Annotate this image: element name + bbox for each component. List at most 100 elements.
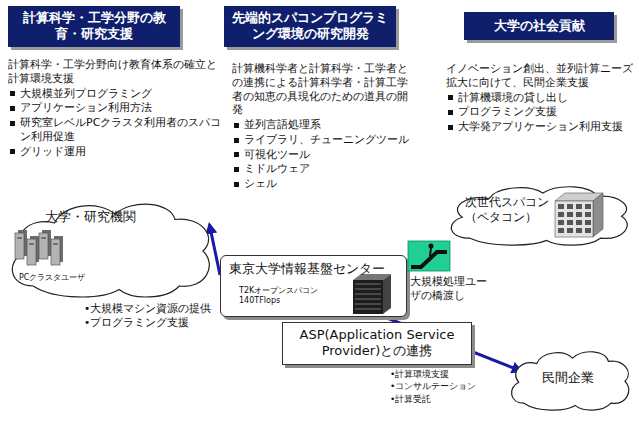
bullet-item: ミドルウェア (244, 162, 417, 176)
building-window (567, 204, 573, 209)
building-window (576, 228, 582, 233)
building-window (567, 228, 573, 233)
cloud-shape: 大学・研究機関 PCクラスタユーザ (3, 195, 218, 300)
rack-unit (355, 284, 381, 285)
rack-illustration (353, 274, 391, 314)
building-window (585, 204, 591, 209)
cloud-outline-frame (12, 204, 209, 297)
building-window (558, 228, 564, 233)
building-window (567, 212, 573, 217)
cloud-outline-frame (512, 352, 629, 410)
bullet-item: 研究室レベルPCクラスタ利用者のスパコン利用促進 (20, 116, 223, 144)
building-front (555, 201, 593, 237)
bullet-square (234, 123, 239, 128)
flow-arrow (209, 224, 220, 274)
cloud-shape: 次世代スパコン （ペタコン） (443, 181, 635, 247)
bullet-square (234, 138, 239, 143)
bullet-item: 並列言語処理系 (244, 118, 417, 132)
pc-tower (51, 239, 60, 265)
node-title: 大学・研究機関 (45, 209, 165, 225)
node-subtext: T2Kオープンスパコン 140TFlops (239, 286, 339, 306)
rack-unit (355, 289, 381, 290)
bullet-item: 大規模並列プログラミング (20, 87, 223, 101)
cloud-shape: 民間企業 (506, 346, 634, 412)
bullet-square (448, 110, 453, 115)
pcs-illustration (15, 230, 63, 265)
pc-slot (29, 244, 34, 245)
escalator-icon: 大規模処理ユーザの橋渡し (408, 241, 450, 271)
note-text: •プログラミング支援 (84, 316, 224, 329)
node-title: 大学の社会貢献 (494, 18, 585, 34)
note-text: イノベーション創出、並列計算ニーズ拡大に向けて、民間企業支援 (446, 62, 634, 90)
rack-unit (355, 309, 381, 310)
note-text: •計算環境支援 (390, 369, 502, 380)
building-window (585, 228, 591, 233)
note-text: •コンサルテーション (390, 381, 502, 392)
bullet-item: 計算機環境の貸し出し (458, 91, 634, 105)
building-window (576, 204, 582, 209)
pc-tower (39, 233, 48, 259)
rack-unit (355, 294, 381, 295)
note-text: 計算機科学者と計算科学・工学者との連携による計算科学者・計算工学者の知恵の具現化… (232, 62, 417, 117)
pc-slot (53, 244, 58, 245)
rack-unit (355, 299, 381, 300)
building-window (585, 212, 591, 217)
pc-tower (27, 239, 36, 265)
bullet-square (234, 152, 239, 157)
pc-tower (15, 233, 24, 259)
note-text: •大規模マシン資源の提供 (84, 302, 224, 315)
building-window (585, 220, 591, 225)
node-title: 東京大学情報基盤センター (229, 261, 401, 277)
pc-slot (41, 238, 46, 239)
section-header: 大学の社会貢献 (464, 12, 614, 40)
pc-slot (17, 238, 22, 239)
node-title: ASP(Application Service Provider)との連携 (291, 327, 463, 360)
section-header: 先端的スパコンプログラミング環境の研究開発 (224, 6, 396, 47)
bullet-item: グリッド運用 (20, 145, 223, 159)
bullet-item: 大学発アプリケーション利用支援 (458, 120, 634, 134)
escalator-person-head (429, 244, 434, 249)
cloud-outline-frame (451, 187, 627, 245)
building-window (558, 204, 564, 209)
building-window (567, 220, 573, 225)
building-illustration (555, 193, 603, 237)
section-header: 計算科学・工学分野の教育・研究支援 (8, 6, 180, 47)
building-window (558, 220, 564, 225)
cloud-outline (512, 352, 629, 410)
bullet-square (10, 149, 15, 154)
center-box: 東京大学情報基盤センター T2Kオープンスパコン 140TFlops (220, 255, 407, 317)
bullet-item: アプリケーション利用方法 (20, 101, 223, 115)
building-side (593, 193, 603, 237)
note-text: •計算受託 (390, 394, 502, 405)
note-text: 計算科学・工学分野向け教育体系の確立と計算環境支援 (8, 58, 223, 86)
node-title: 先端的スパコンプログラミング環境の研究開発 (232, 10, 388, 43)
shape-layer (408, 241, 450, 271)
bullet-square (10, 91, 15, 96)
cloud-outline (12, 204, 209, 297)
node-title: 計算科学・工学分野の教育・研究支援 (16, 10, 172, 43)
bullet-item: ライブラリ、チューニングツール (244, 133, 417, 147)
bullet-item: プログラミング支援 (458, 105, 634, 119)
node-title: 次世代スパコン （ペタコン） (465, 195, 559, 225)
bullet-square (10, 121, 15, 126)
escalator-person-body (430, 248, 431, 256)
bullet-square (234, 167, 239, 172)
building-window (558, 212, 564, 217)
bullet-square (234, 182, 239, 187)
node-title: 大規模処理ユーザの橋渡し (410, 275, 496, 303)
bullet-square (448, 125, 453, 130)
building-window (576, 212, 582, 217)
rack-unit (355, 304, 381, 305)
node-title: 民間企業 (542, 370, 612, 386)
cloud-outline (451, 187, 627, 245)
escalator-ground (408, 241, 450, 271)
bullet-square (448, 95, 453, 100)
rack-front (353, 280, 383, 314)
building-window (576, 220, 582, 225)
escalator-band (411, 252, 447, 267)
esc-illustration (408, 241, 450, 271)
node-subtext: PCクラスタユーザ (19, 273, 109, 283)
asp-box: ASP(Application Service Provider)との連携 (282, 322, 472, 365)
bullet-square (10, 106, 15, 111)
rack-side (383, 274, 391, 314)
